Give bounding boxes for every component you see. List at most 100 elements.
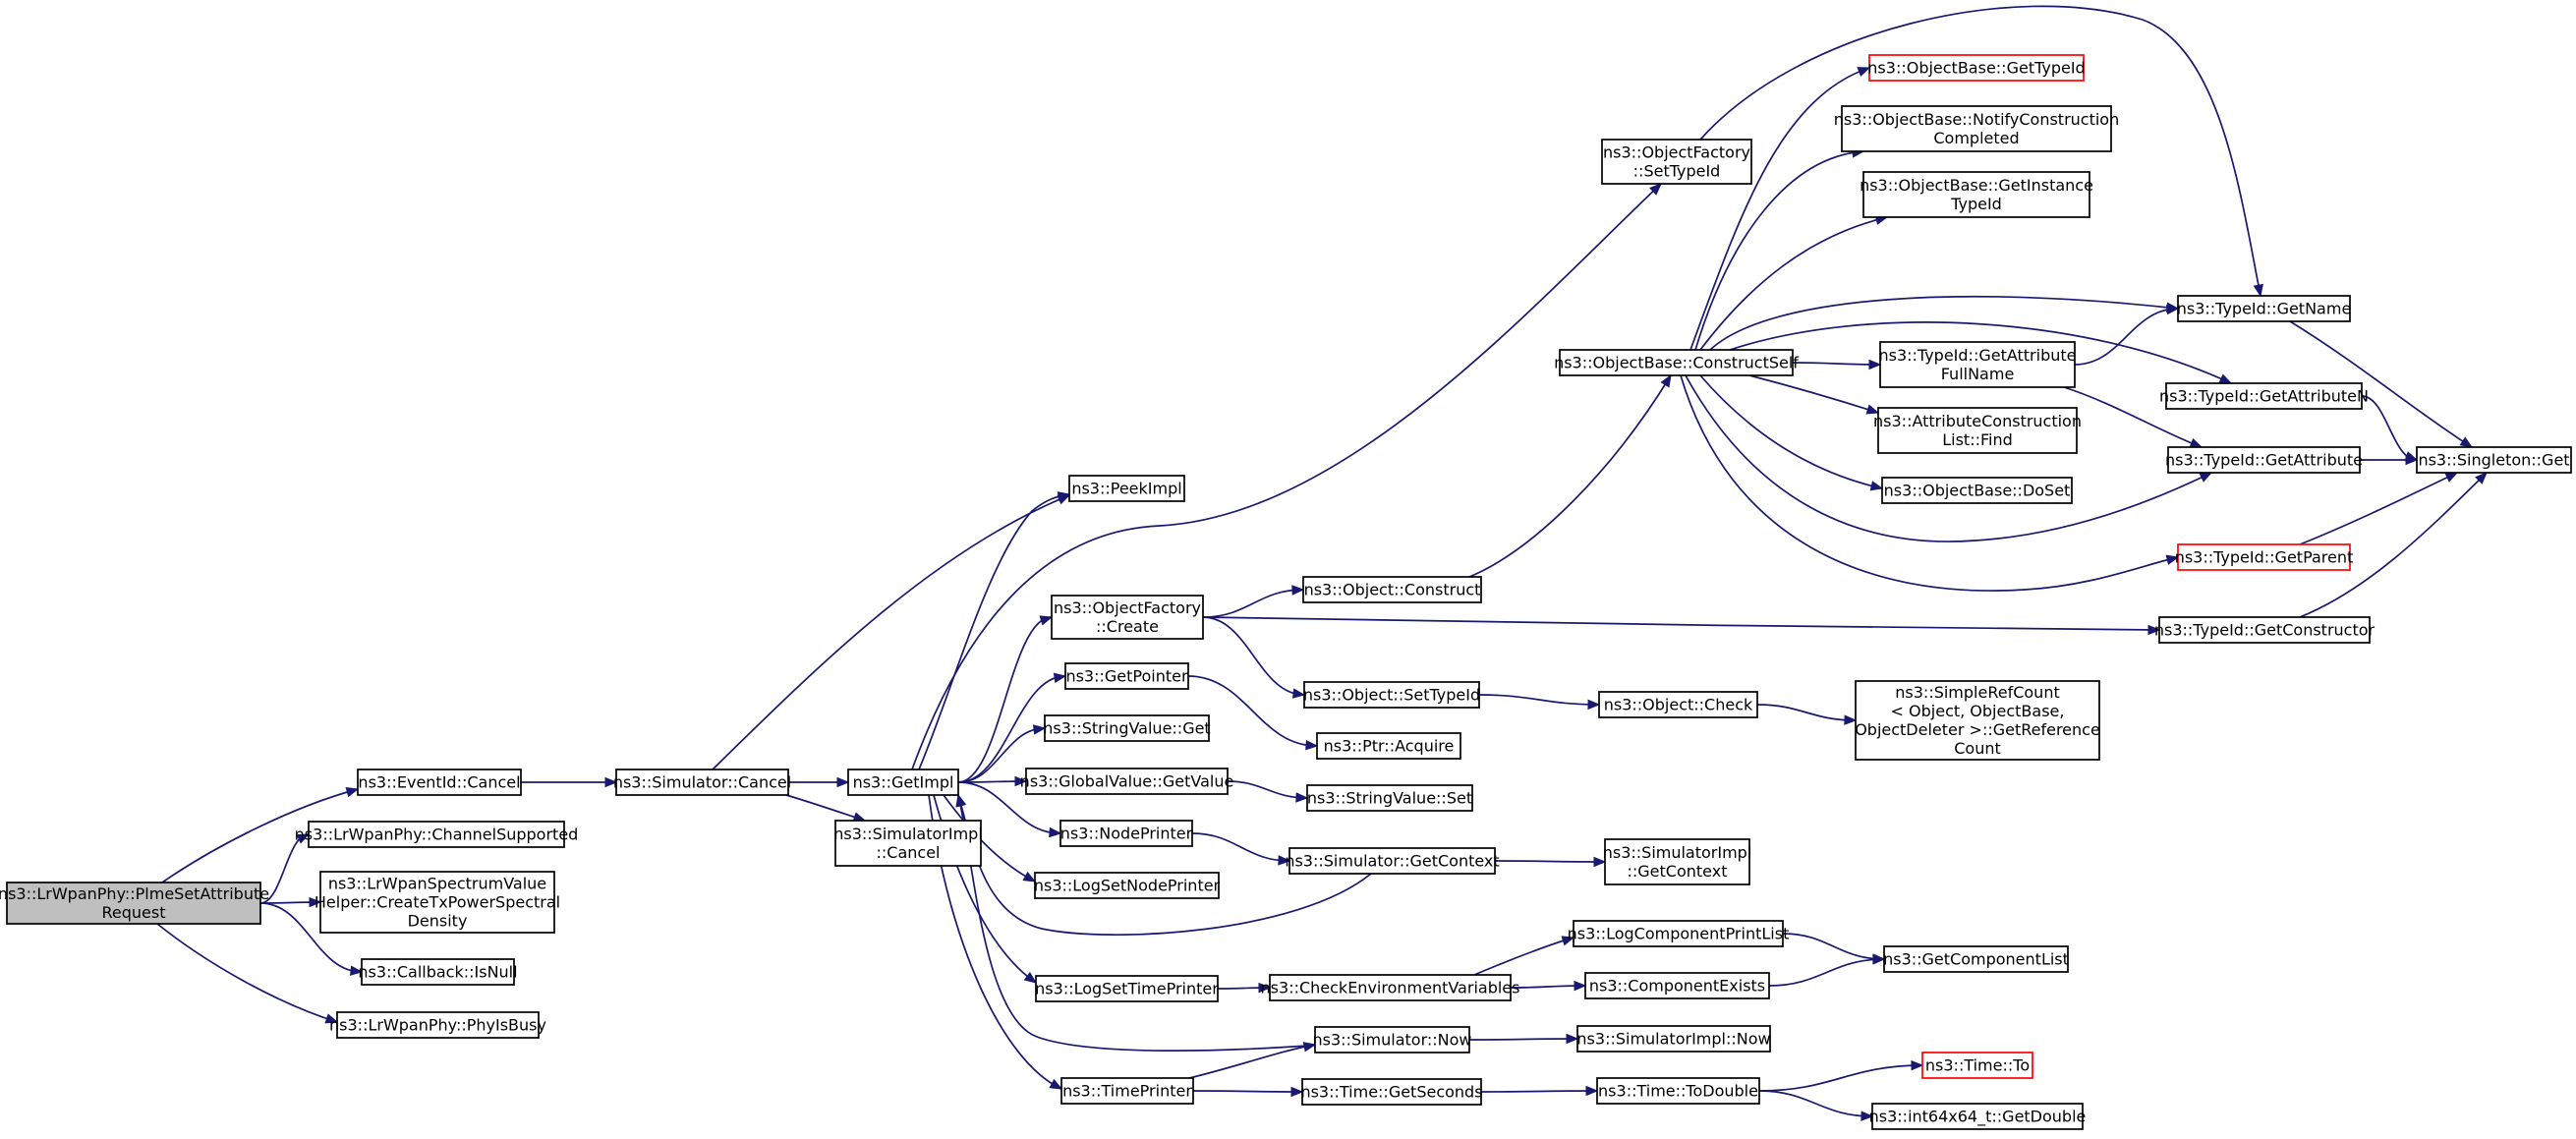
node-checkEnv[interactable]: ns3::CheckEnvironmentVariables	[1261, 974, 1520, 1001]
node-label: ns3::TypeId::GetAttribute	[1878, 346, 2076, 365]
node-label: ns3::Object::Construct	[1304, 581, 1481, 599]
node-timeGetSeconds[interactable]: ns3::Time::GetSeconds	[1300, 1078, 1483, 1106]
arrowhead-root-to-eventCancel	[345, 787, 360, 798]
edge-simGetContext-to-simImplGetContext	[1494, 860, 1606, 863]
edge-constructSelf-to-attrConstructionListFind	[1748, 374, 1879, 414]
node-int64GetDouble[interactable]: ns3::int64x64_t::GetDouble	[1869, 1103, 2087, 1130]
arrowhead-simNow-to-simImplNow	[1566, 1033, 1579, 1045]
node-createTxPsd[interactable]: ns3::LrWpanSpectrumValueHelper::CreateTx…	[315, 871, 560, 934]
node-label: ns3::ComponentExists	[1589, 977, 1765, 996]
node-simpleRefCount[interactable]: ns3::SimpleRefCount< Object, ObjectBase,…	[1855, 680, 2100, 761]
node-label: ns3::Singleton::Get	[2418, 451, 2569, 470]
edge-tidGetParent-to-singletonGet	[2299, 472, 2458, 545]
arrowhead-getImpl-to-globalValueGetValue	[1014, 775, 1028, 787]
arrowhead-timePrinter-to-simNow	[1302, 1042, 1317, 1053]
node-box	[1604, 838, 1750, 885]
node-box	[1573, 920, 1784, 947]
node-simNow[interactable]: ns3::Simulator::Now	[1313, 1026, 1472, 1054]
edge-logComponentPrintList-to-getComponentList	[1782, 933, 1885, 960]
node-obNotify[interactable]: ns3::ObjectBase::NotifyConstructionCompl…	[1834, 105, 2119, 152]
node-box	[357, 769, 522, 796]
node-obDoSet[interactable]: ns3::ObjectBase::DoSet	[1881, 477, 2073, 504]
node-label: List::Find	[1942, 430, 2013, 449]
node-obGetTypeId[interactable]: ns3::ObjectBase::GetTypeId	[1867, 54, 2086, 82]
node-eventCancel[interactable]: ns3::EventId::Cancel	[357, 769, 522, 796]
node-box	[1596, 1077, 1760, 1105]
arrowhead-timePrinter-to-timeGetSeconds	[1290, 1086, 1304, 1098]
edge-getImpl-to-ofSetTypeId	[911, 183, 1662, 770]
node-tidGetParent[interactable]: ns3::TypeId::GetParent	[2175, 543, 2354, 571]
arrowhead-logSetTimePrinter-to-checkEnv	[1258, 982, 1272, 994]
node-objConstruct[interactable]: ns3::Object::Construct	[1302, 576, 1482, 603]
node-label: ns3::TypeId::GetConstructor	[2154, 621, 2376, 640]
node-timeTo[interactable]: ns3::Time::To	[1921, 1052, 2033, 1079]
node-singletonGet[interactable]: ns3::Singleton::Get	[2416, 446, 2572, 474]
node-peekImpl[interactable]: ns3::PeekImpl	[1068, 475, 1185, 502]
node-simImplGetContext[interactable]: ns3::SimulatorImpl::GetContext	[1603, 838, 1752, 885]
edge-timeToDouble-to-int64GetDouble	[1758, 1090, 1873, 1117]
node-channelSupported[interactable]: ns3::LrWpanPhy::ChannelSupported	[295, 821, 579, 848]
node-tidGetAttribute[interactable]: ns3::TypeId::GetAttribute	[2165, 446, 2363, 474]
edge-simCancel-to-peekImpl	[712, 494, 1070, 770]
node-ofCreate[interactable]: ns3::ObjectFactory::Create	[1051, 595, 1204, 640]
node-getPointer[interactable]: ns3::GetPointer	[1064, 662, 1189, 690]
node-label: < Object, ObjectBase,	[1891, 702, 2065, 720]
node-label: Density	[408, 912, 468, 931]
node-label: Request	[102, 903, 166, 922]
arrowhead-tidGetConstructor-to-singletonGet	[2475, 472, 2488, 484]
edge-objConstruct-to-constructSelf	[1468, 374, 1672, 578]
node-tidGetAttributeN[interactable]: ns3::TypeId::GetAttributeN	[2159, 382, 2369, 410]
node-globalValueGetValue[interactable]: ns3::GlobalValue::GetValue	[1020, 768, 1234, 795]
edge-constructSelf-to-obGetTypeId	[1689, 67, 1870, 351]
node-objSetTypeId[interactable]: ns3::Object::SetTypeId	[1303, 681, 1480, 709]
edge-timePrinter-to-simNow	[1188, 1044, 1316, 1079]
node-ofSetTypeId[interactable]: ns3::ObjectFactory::SetTypeId	[1601, 139, 1752, 185]
node-simCancel[interactable]: ns3::Simulator::Cancel	[613, 769, 791, 796]
node-getComponentList[interactable]: ns3::GetComponentList	[1883, 945, 2069, 973]
arrowhead-objConstruct-to-constructSelf	[1660, 373, 1672, 388]
node-label: ns3::NodePrinter	[1060, 825, 1193, 843]
arrowhead-constructSelf-to-obGetTypeId	[1857, 67, 1871, 77]
node-simImplCancel[interactable]: ns3::SimulatorImpl::Cancel	[833, 820, 983, 867]
node-constructSelf[interactable]: ns3::ObjectBase::ConstructSelf	[1554, 349, 1799, 376]
arrowhead-componentExists-to-getComponentList	[1872, 954, 1886, 965]
node-tidGetConstructor[interactable]: ns3::TypeId::GetConstructor	[2154, 616, 2376, 644]
node-ptrAcquire[interactable]: ns3::Ptr::Acquire	[1316, 732, 1461, 760]
node-phyIsBusy[interactable]: ns3::LrWpanPhy::PhyIsBusy	[329, 1011, 546, 1039]
edge-constructSelf-to-tidGetParent	[1680, 374, 2179, 592]
edge-constructSelf-to-obGetInstanceTypeId	[1699, 216, 1888, 351]
node-logSetTimePrinter[interactable]: ns3::LogSetTimePrinter	[1035, 975, 1219, 1002]
node-box	[1064, 662, 1189, 690]
node-getImpl[interactable]: ns3::GetImpl	[847, 769, 959, 796]
arrowhead-ofCreate-to-objConstruct	[1291, 585, 1305, 596]
node-label: ns3::Time::ToDouble	[1598, 1082, 1758, 1101]
node-label: ::Cancel	[877, 843, 941, 862]
node-stringValueSet[interactable]: ns3::StringValue::Set	[1306, 784, 1473, 812]
edge-timePrinter-to-timeGetSeconds	[1192, 1090, 1303, 1093]
node-nodePrinter[interactable]: ns3::NodePrinter	[1059, 820, 1193, 847]
arrowhead-getImpl-to-logSetNodePrinter	[1022, 871, 1037, 883]
node-label: ns3::Ptr::Acquire	[1324, 737, 1455, 756]
arrowhead-objCheck-to-simpleRefCount	[1844, 714, 1858, 725]
arrowhead-getImpl-to-timePrinter	[1049, 1078, 1063, 1090]
node-label: ns3::Simulator::Now	[1313, 1031, 1472, 1050]
arrowhead-root-to-createTxPsd	[309, 896, 322, 908]
node-logSetNodePrinter[interactable]: ns3::LogSetNodePrinter	[1034, 872, 1221, 899]
node-stringValueGet[interactable]: ns3::StringValue::Get	[1043, 714, 1211, 742]
node-tidGetName[interactable]: ns3::TypeId::GetName	[2177, 295, 2352, 322]
node-simImplNow[interactable]: ns3::SimulatorImpl::Now	[1576, 1025, 1771, 1053]
node-timePrinter[interactable]: ns3::TimePrinter	[1060, 1077, 1194, 1105]
arrowhead-getImpl-to-getPointer	[1053, 672, 1067, 683]
node-timeToDouble[interactable]: ns3::Time::ToDouble	[1596, 1077, 1760, 1105]
node-objCheck[interactable]: ns3::Object::Check	[1598, 691, 1758, 718]
node-simGetContext[interactable]: ns3::Simulator::GetContext	[1285, 847, 1500, 875]
node-box	[1598, 691, 1758, 718]
node-componentExists[interactable]: ns3::ComponentExists	[1584, 972, 1770, 999]
node-box	[1044, 714, 1210, 742]
node-isNull[interactable]: ns3::Callback::IsNull	[358, 958, 518, 986]
node-logComponentPrintList[interactable]: ns3::LogComponentPrintList	[1568, 920, 1790, 947]
